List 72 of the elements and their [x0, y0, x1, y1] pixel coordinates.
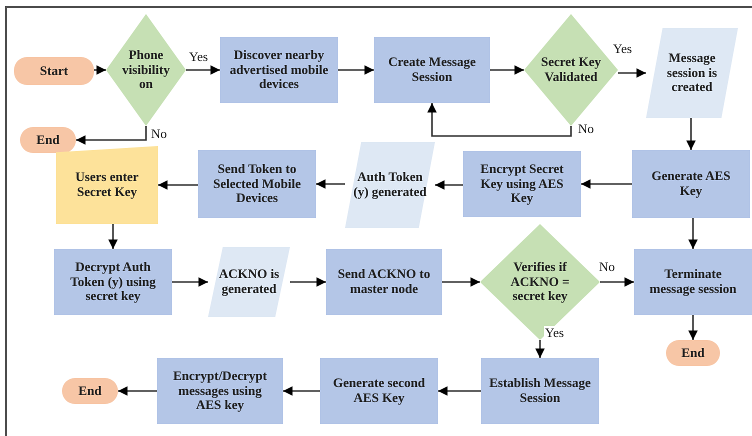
node-label: Encrypt/Decrypt messages using AES key: [172, 368, 268, 414]
arrow: [158, 180, 198, 190]
node-label: Send Token to Selected Mobile Devices: [212, 162, 302, 206]
node-label: Decrypt Auth Token (y) using secret key: [69, 260, 157, 304]
arrow: [581, 179, 632, 189]
arrow: [427, 103, 572, 137]
node-label: Message session is created: [666, 50, 718, 96]
edge-label: No: [577, 122, 595, 135]
arrow: [442, 277, 480, 287]
arrow: [172, 277, 208, 287]
arrow: [108, 224, 118, 249]
process-box: [481, 358, 599, 424]
arrow: [316, 179, 345, 189]
arrow: [118, 386, 157, 396]
node-label: Phone visibility on: [121, 48, 171, 92]
node-label: Encrypt Secret Key using AES Key: [479, 162, 565, 206]
node-label: Generate second AES Key: [332, 376, 426, 406]
arrow: [290, 277, 326, 287]
data-parallelogram: [208, 247, 290, 317]
arrow: [438, 386, 481, 396]
terminal-pill: [666, 340, 720, 366]
decision-diamond: [106, 14, 186, 126]
process-box: [198, 150, 316, 218]
arrow: [686, 118, 696, 150]
arrow: [338, 65, 374, 75]
decision-diamond: [480, 224, 600, 340]
process-box: [463, 151, 581, 217]
node-label: Verifies if ACKNO = secret key: [509, 260, 571, 304]
node-label: Auth Token (y) generated: [352, 170, 428, 200]
edge-label: No: [150, 127, 168, 140]
process-box: [632, 150, 750, 218]
arrow: [688, 315, 698, 340]
process-box: [374, 37, 490, 103]
data-parallelogram: [646, 28, 738, 118]
arrow: [435, 180, 463, 190]
data-parallelogram: [345, 142, 435, 228]
process-box: [157, 358, 283, 424]
arrow: [535, 340, 545, 358]
node-label: Generate AES Key: [650, 169, 732, 199]
arrow: [490, 65, 524, 75]
edge-label: No: [598, 260, 616, 273]
node-label: Create Message Session: [387, 55, 477, 85]
node-label: End: [77, 384, 103, 398]
process-box: [220, 37, 338, 103]
process-box: [54, 249, 172, 315]
arrow: [76, 126, 147, 145]
node-label: Users enter Secret Key: [74, 170, 140, 200]
arrow: [186, 65, 220, 75]
edge-label: Yes: [612, 42, 633, 55]
terminal-pill: [14, 57, 94, 85]
node-label: ACKNO is generated: [218, 267, 280, 297]
process-box: [326, 249, 442, 315]
edge-label: Yes: [544, 326, 565, 339]
arrow: [283, 386, 320, 396]
node-label: Send ACKNO to master node: [336, 267, 432, 297]
node-label: Secret Key Validated: [540, 55, 602, 85]
arrow: [94, 65, 106, 75]
node-label: Terminate message session: [648, 267, 738, 297]
arrow: [618, 68, 646, 78]
node-label: Establish Message Session: [488, 376, 592, 406]
input-box: [56, 146, 158, 224]
process-box: [320, 358, 438, 424]
node-label: End: [680, 346, 706, 360]
terminal-pill: [20, 127, 76, 153]
node-label: Start: [38, 64, 70, 78]
arrow: [688, 218, 698, 249]
arrow: [600, 277, 634, 287]
edge-label: Yes: [188, 50, 209, 63]
terminal-pill: [62, 378, 118, 404]
process-box: [634, 249, 752, 315]
node-label: End: [35, 132, 61, 148]
node-label: Discover nearby advertised mobile devices: [228, 48, 330, 92]
